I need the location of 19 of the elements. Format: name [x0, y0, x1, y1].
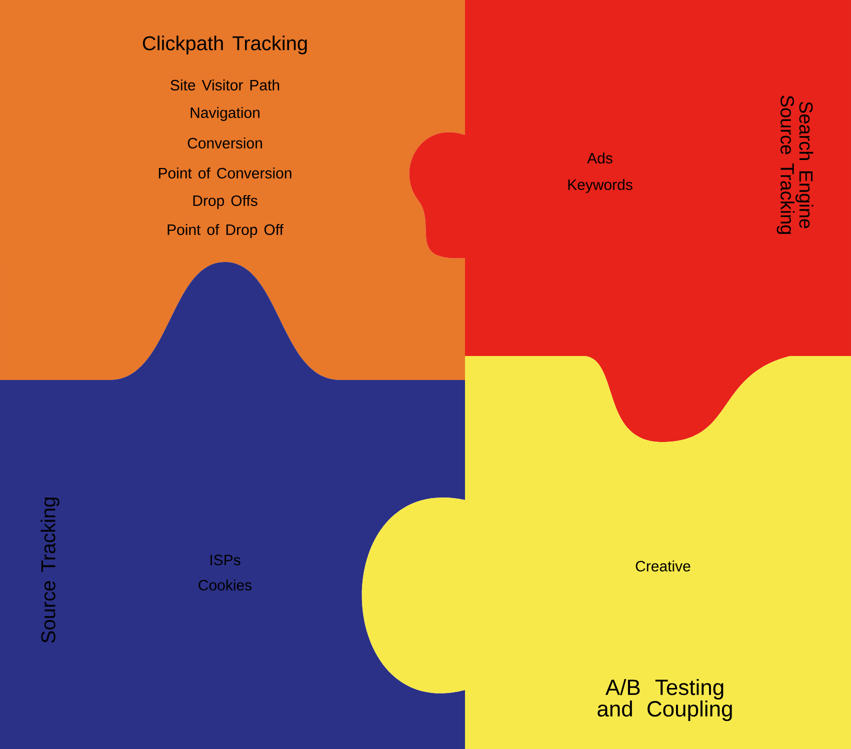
- piece-label: Drop Offs: [193, 195, 258, 209]
- piece-label: Point of Drop Off: [168, 224, 284, 238]
- puzzle-piece: [409, 0, 851, 442]
- piece-label: Conversion: [188, 137, 262, 148]
- piece-label: Keywords: [568, 179, 632, 193]
- piece-label: Cookies: [198, 579, 252, 590]
- piece-label: Ads: [587, 152, 612, 164]
- piece-title: A/B Testing and Coupling: [598, 678, 732, 721]
- piece-label: Site Visitor Path: [170, 79, 280, 90]
- puzzle-piece: [0, 0, 465, 380]
- piece-label: Creative: [636, 560, 690, 572]
- piece-label: Navigation: [190, 107, 260, 121]
- piece-title: Source Tracking: [40, 498, 60, 643]
- puzzle-piece: [0, 262, 465, 749]
- piece-title: Search Engine Source Tracking: [776, 96, 814, 234]
- piece-title: Clickpath Tracking: [142, 36, 307, 54]
- puzzle-piece: [362, 356, 851, 749]
- piece-label: ISPs: [210, 554, 240, 566]
- piece-label: Point of Conversion: [158, 167, 292, 178]
